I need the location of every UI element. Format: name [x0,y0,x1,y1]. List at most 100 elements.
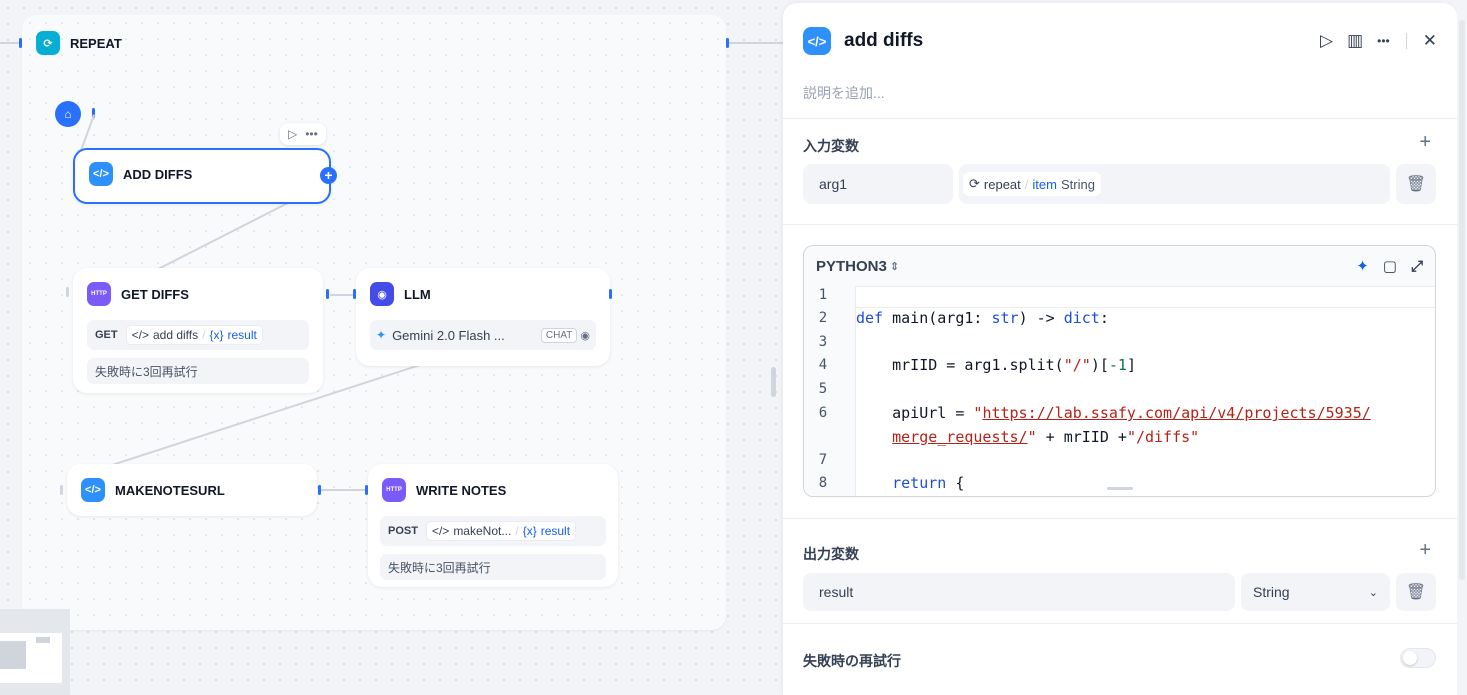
more-icon[interactable]: ••• [305,127,318,141]
workflow-canvas[interactable]: ⟳ REPEAT ⌂ ▷ ••• </> ADD DIFFS + HTTP [0,0,783,695]
run-icon[interactable]: ▷ [288,127,298,141]
variable-chip: </> add diffs / {x} result [125,325,263,345]
code-editor[interactable]: PYTHON3 ⇕ ✦ ▢ ⤢ 1 2 3 4 5 6 7 8 def main… [803,245,1436,497]
var-type: String [1060,176,1095,192]
current-line-highlight [856,286,1435,308]
delete-output-icon[interactable]: 🗑 [1396,573,1436,611]
expand-icon[interactable]: ⤢ [1410,257,1423,275]
variable-chip: </> makeNot... / {x} result [425,521,577,541]
code-area[interactable]: 1 2 3 4 5 6 7 8 def main(arg1: str) -> d… [804,286,1435,496]
input-port[interactable] [66,287,69,297]
node-add-diffs[interactable]: </> ADD DIFFS [73,148,331,204]
close-icon[interactable]: ✕ [1422,31,1437,50]
output-var-name-field[interactable]: result [803,573,1235,611]
editor-resize-handle[interactable] [1107,487,1133,490]
output-type-select[interactable]: String ⌄ [1241,573,1390,611]
divider [783,518,1457,519]
minimap[interactable] [0,609,70,695]
editor-header: PYTHON3 ⇕ ✦ ▢ ⤢ [804,246,1435,286]
panel-title[interactable]: add diffs [844,30,924,51]
output-port[interactable] [318,485,321,495]
node-title: ADD DIFFS [123,166,193,182]
code-icon: </> [89,162,113,186]
node-write-notes[interactable]: HTTP WRITE NOTES POST </> makeNot... / {… [368,464,618,587]
sparkle-icon[interactable]: ✦ [1356,258,1369,275]
code-line: return { [892,474,965,492]
clipboard-icon[interactable]: ▢ [1382,258,1397,275]
node-get-diffs[interactable]: HTTP GET DIFFS GET </> add diffs / {x} r… [73,268,323,393]
output-port[interactable] [609,289,612,299]
code-line: apiUrl = "https://lab.ssafy.com/api/v4/p… [856,404,1371,422]
model-summary: ✦ Gemini 2.0 Flash ... CHAT ◉ [370,320,596,350]
http-method: GET [95,329,118,341]
divider [783,118,1457,119]
input-port[interactable] [60,485,63,495]
repeat-group[interactable]: ⟳ REPEAT ⌂ ▷ ••• </> ADD DIFFS + HTTP [22,15,726,630]
output-port[interactable] [326,289,329,299]
source-var: result [227,328,257,342]
add-input-icon[interactable]: + [1419,131,1431,153]
more-icon[interactable]: ••• [1377,34,1390,48]
repeat-icon: ⟳ [969,176,980,191]
source-var: item [1032,176,1057,192]
retry-toggle[interactable] [1400,648,1436,668]
output-port[interactable] [726,38,729,48]
toggle-knob [1403,651,1417,665]
line-number: 3 [818,334,828,350]
chevron-updown-icon[interactable]: ⇕ [889,260,900,273]
input-port[interactable] [19,38,22,48]
separator: / [515,524,519,538]
code-line: merge_requests/" + mrIID +"/diffs" [892,428,1200,446]
line-number: 1 [818,287,828,303]
gemini-icon: ✦ [376,328,387,342]
edge [79,114,95,153]
add-output-icon[interactable]: + [1419,539,1431,561]
model-name: Gemini 2.0 Flash ... [392,327,505,343]
line-number: 6 [818,405,828,421]
retry-info: 失敗時に3回再試行 [380,554,606,580]
delete-input-icon[interactable]: 🗑 [1396,164,1436,204]
book-icon[interactable]: ▥ [1347,31,1364,50]
edge [330,294,356,296]
source-var: result [540,524,571,538]
http-icon: HTTP [382,478,406,502]
scrollbar[interactable] [1457,0,1467,695]
scrollbar-thumb[interactable] [1459,20,1465,580]
node-title: GET DIFFS [121,286,189,302]
description-input[interactable]: 説明を追加... [803,85,885,101]
line-number: 7 [818,452,828,468]
node-title: WRITE NOTES [416,482,507,498]
input-port[interactable] [353,289,356,299]
http-method: POST [388,525,418,537]
variable-icon: {x} [209,328,224,342]
retry-title: 失敗時の再試行 [803,653,901,669]
variable-icon: {x} [522,524,537,538]
http-icon: HTTP [87,282,111,306]
eye-icon: ◉ [580,329,590,342]
language-select[interactable]: PYTHON3 [816,257,887,275]
node-title: MAKENOTESURL [115,482,225,498]
node-llm[interactable]: ◉ LLM ✦ Gemini 2.0 Flash ... CHAT ◉ [356,268,610,366]
code-icon: </> [803,27,831,55]
selected-type: String [1253,584,1290,600]
minimap-node [0,641,26,669]
input-var-source-field[interactable]: ⟳ repeat / item String [959,164,1390,204]
input-port[interactable] [365,485,368,495]
edge [728,42,783,44]
node-settings-panel: </> add diffs ▷ ▥ ••• ✕ 説明を追加... 入力変数 + … [783,3,1457,695]
home-icon[interactable]: ⌂ [55,101,81,127]
divider [783,623,1457,624]
line-gutter [804,286,856,496]
node-makenotesurl[interactable]: </> MAKENOTESURL [67,464,317,516]
output-variables-title: 出力変数 [803,546,859,562]
line-number: 8 [818,475,828,491]
input-var-name-field[interactable]: arg1 [803,164,953,204]
panel-resize-handle[interactable] [771,367,776,397]
request-summary: GET </> add diffs / {x} result [87,320,309,350]
group-title: REPEAT [70,35,122,51]
add-node-icon[interactable]: + [320,167,337,184]
output-port[interactable] [92,108,95,118]
run-icon[interactable]: ▷ [1320,31,1334,50]
node-mini-toolbar: ▷ ••• [280,123,326,145]
panel-header: </> add diffs ▷ ▥ ••• ✕ [803,27,1437,55]
